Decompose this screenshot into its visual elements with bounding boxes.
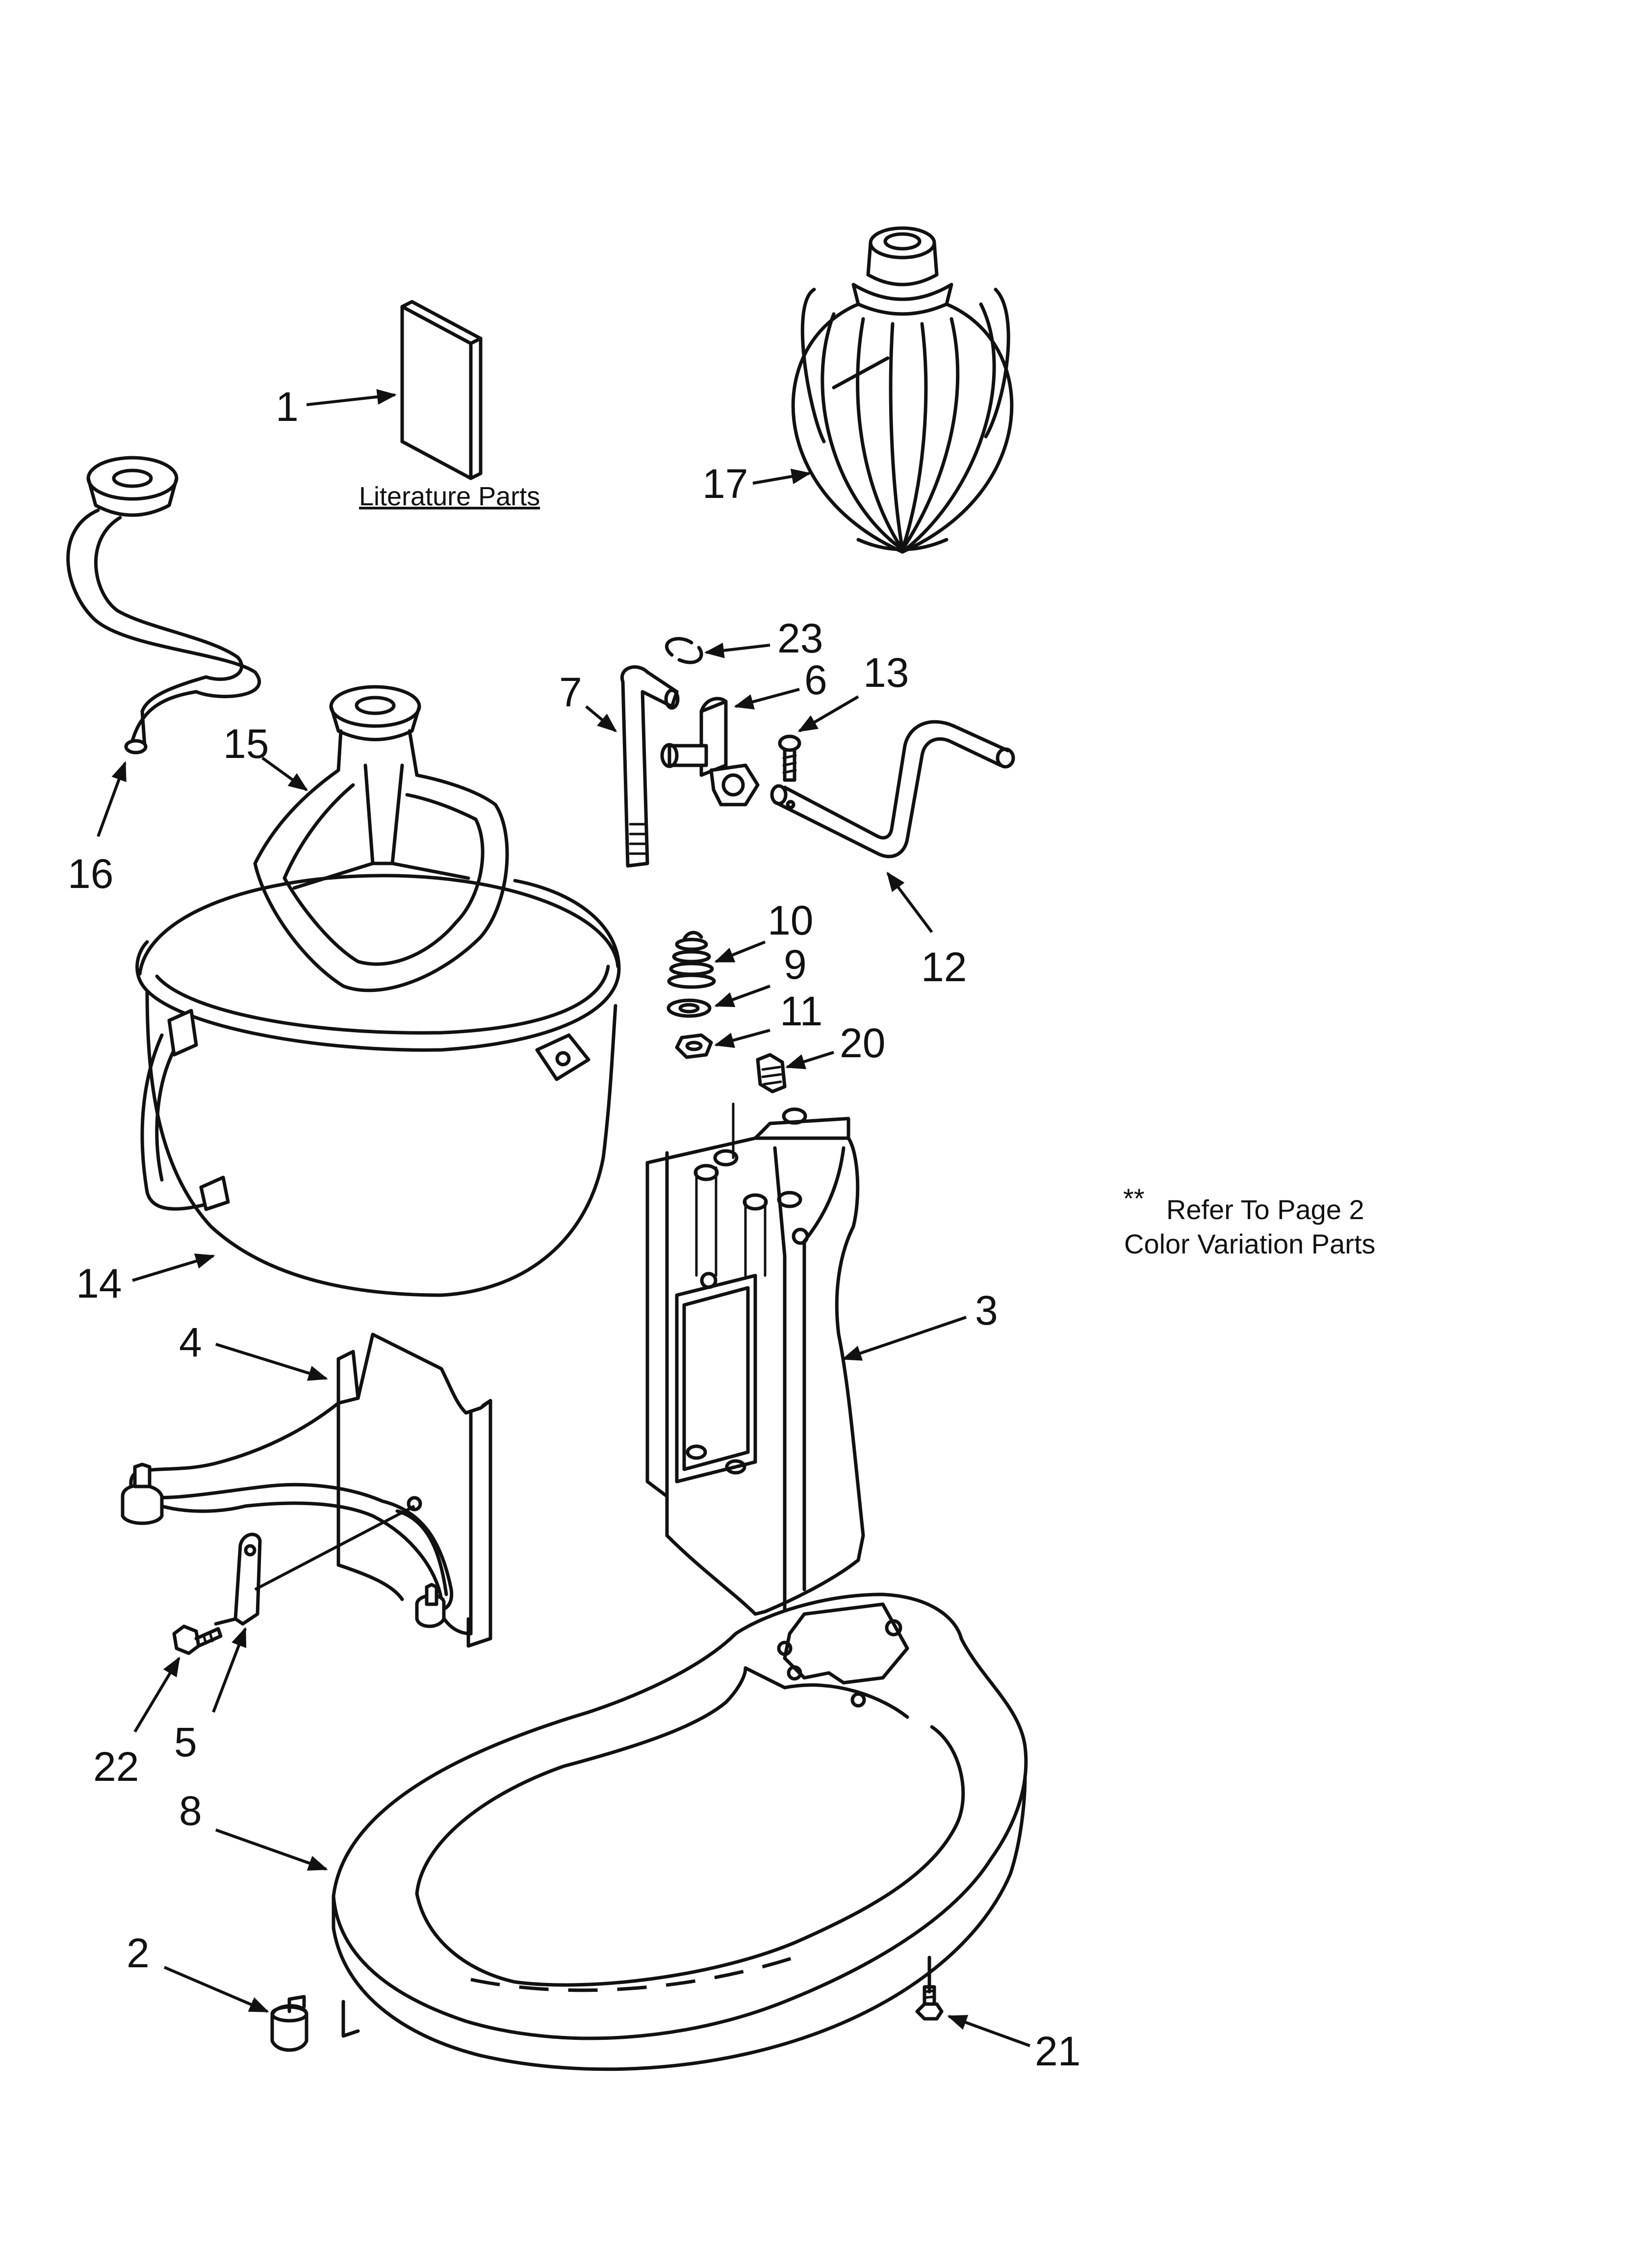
callout-3: 3 xyxy=(975,1287,998,1333)
clip xyxy=(756,1053,787,1094)
callout-2: 2 xyxy=(127,1930,150,1976)
leader-11 xyxy=(714,1029,770,1048)
callout-12: 12 xyxy=(921,944,967,990)
bracket xyxy=(660,697,760,807)
bracket-plate xyxy=(214,1533,262,1626)
leader-1 xyxy=(306,389,397,406)
note-line-2: Color Variation Parts xyxy=(1124,1228,1376,1259)
color-variation-note: ** Refer To Page 2 Color Variation Parts xyxy=(1123,1183,1376,1259)
note-stars: ** xyxy=(1123,1183,1145,1214)
connector-line xyxy=(254,1505,415,1591)
callout-14: 14 xyxy=(76,1260,122,1306)
callout-13: 13 xyxy=(863,650,909,696)
callout-5: 5 xyxy=(174,1719,197,1765)
screw-13 xyxy=(778,734,801,782)
leader-13 xyxy=(797,695,859,732)
callout-10: 10 xyxy=(768,897,813,943)
wire-whip xyxy=(791,226,1014,554)
leader-4 xyxy=(215,1343,328,1381)
mixing-bowl xyxy=(135,874,621,1297)
leader-10 xyxy=(714,940,766,963)
leader-21 xyxy=(947,2015,1031,2047)
rubber-foot xyxy=(270,1995,360,2052)
mixer-base xyxy=(332,1592,1028,2071)
callout-15: 15 xyxy=(223,721,269,767)
bowl-lift-handle xyxy=(770,720,1015,859)
screw-22 xyxy=(172,1624,223,1655)
leader-12 xyxy=(886,871,933,933)
callout-23: 23 xyxy=(777,615,823,661)
literature-caption: Literature Parts xyxy=(359,482,540,511)
note-line-1: Refer To Page 2 xyxy=(1166,1194,1364,1225)
leader-5 xyxy=(212,1627,247,1713)
leader-8 xyxy=(215,1828,328,1871)
callout-16: 16 xyxy=(68,851,113,897)
leader-17 xyxy=(752,469,811,485)
leader-20 xyxy=(785,1051,834,1069)
leader-14 xyxy=(132,1253,215,1282)
column-housing xyxy=(645,1102,865,1616)
leader-16 xyxy=(97,761,127,837)
flat-beater xyxy=(253,685,509,992)
callout-11: 11 xyxy=(780,988,822,1034)
leader-22 xyxy=(133,1656,180,1733)
spring xyxy=(667,931,716,989)
screw-21 xyxy=(915,1955,944,2021)
callout-6: 6 xyxy=(804,657,827,703)
callout-17: 17 xyxy=(702,461,748,507)
callout-7: 7 xyxy=(559,669,582,715)
literature-booklet xyxy=(400,300,483,480)
dough-hook xyxy=(66,456,261,755)
callout-20: 20 xyxy=(840,1020,885,1066)
nut xyxy=(675,1033,713,1059)
callout-4: 4 xyxy=(179,1319,202,1365)
leader-6 xyxy=(734,688,800,710)
bowl-support xyxy=(121,1332,492,1648)
hinge-pin xyxy=(620,665,680,868)
callout-22: 22 xyxy=(93,1744,139,1790)
leader-9 xyxy=(714,985,771,1007)
leader-15 xyxy=(261,756,308,791)
callout-8: 8 xyxy=(179,1788,202,1834)
leader-3 xyxy=(842,1316,967,1361)
callout-9: 9 xyxy=(784,941,807,988)
retaining-ring xyxy=(665,637,703,664)
callout-1: 1 xyxy=(276,384,299,430)
leader-23 xyxy=(704,642,770,658)
leader-2 xyxy=(163,1966,269,2013)
washer xyxy=(667,998,712,1018)
callout-21: 21 xyxy=(1035,2028,1080,2074)
leader-7 xyxy=(585,705,617,732)
